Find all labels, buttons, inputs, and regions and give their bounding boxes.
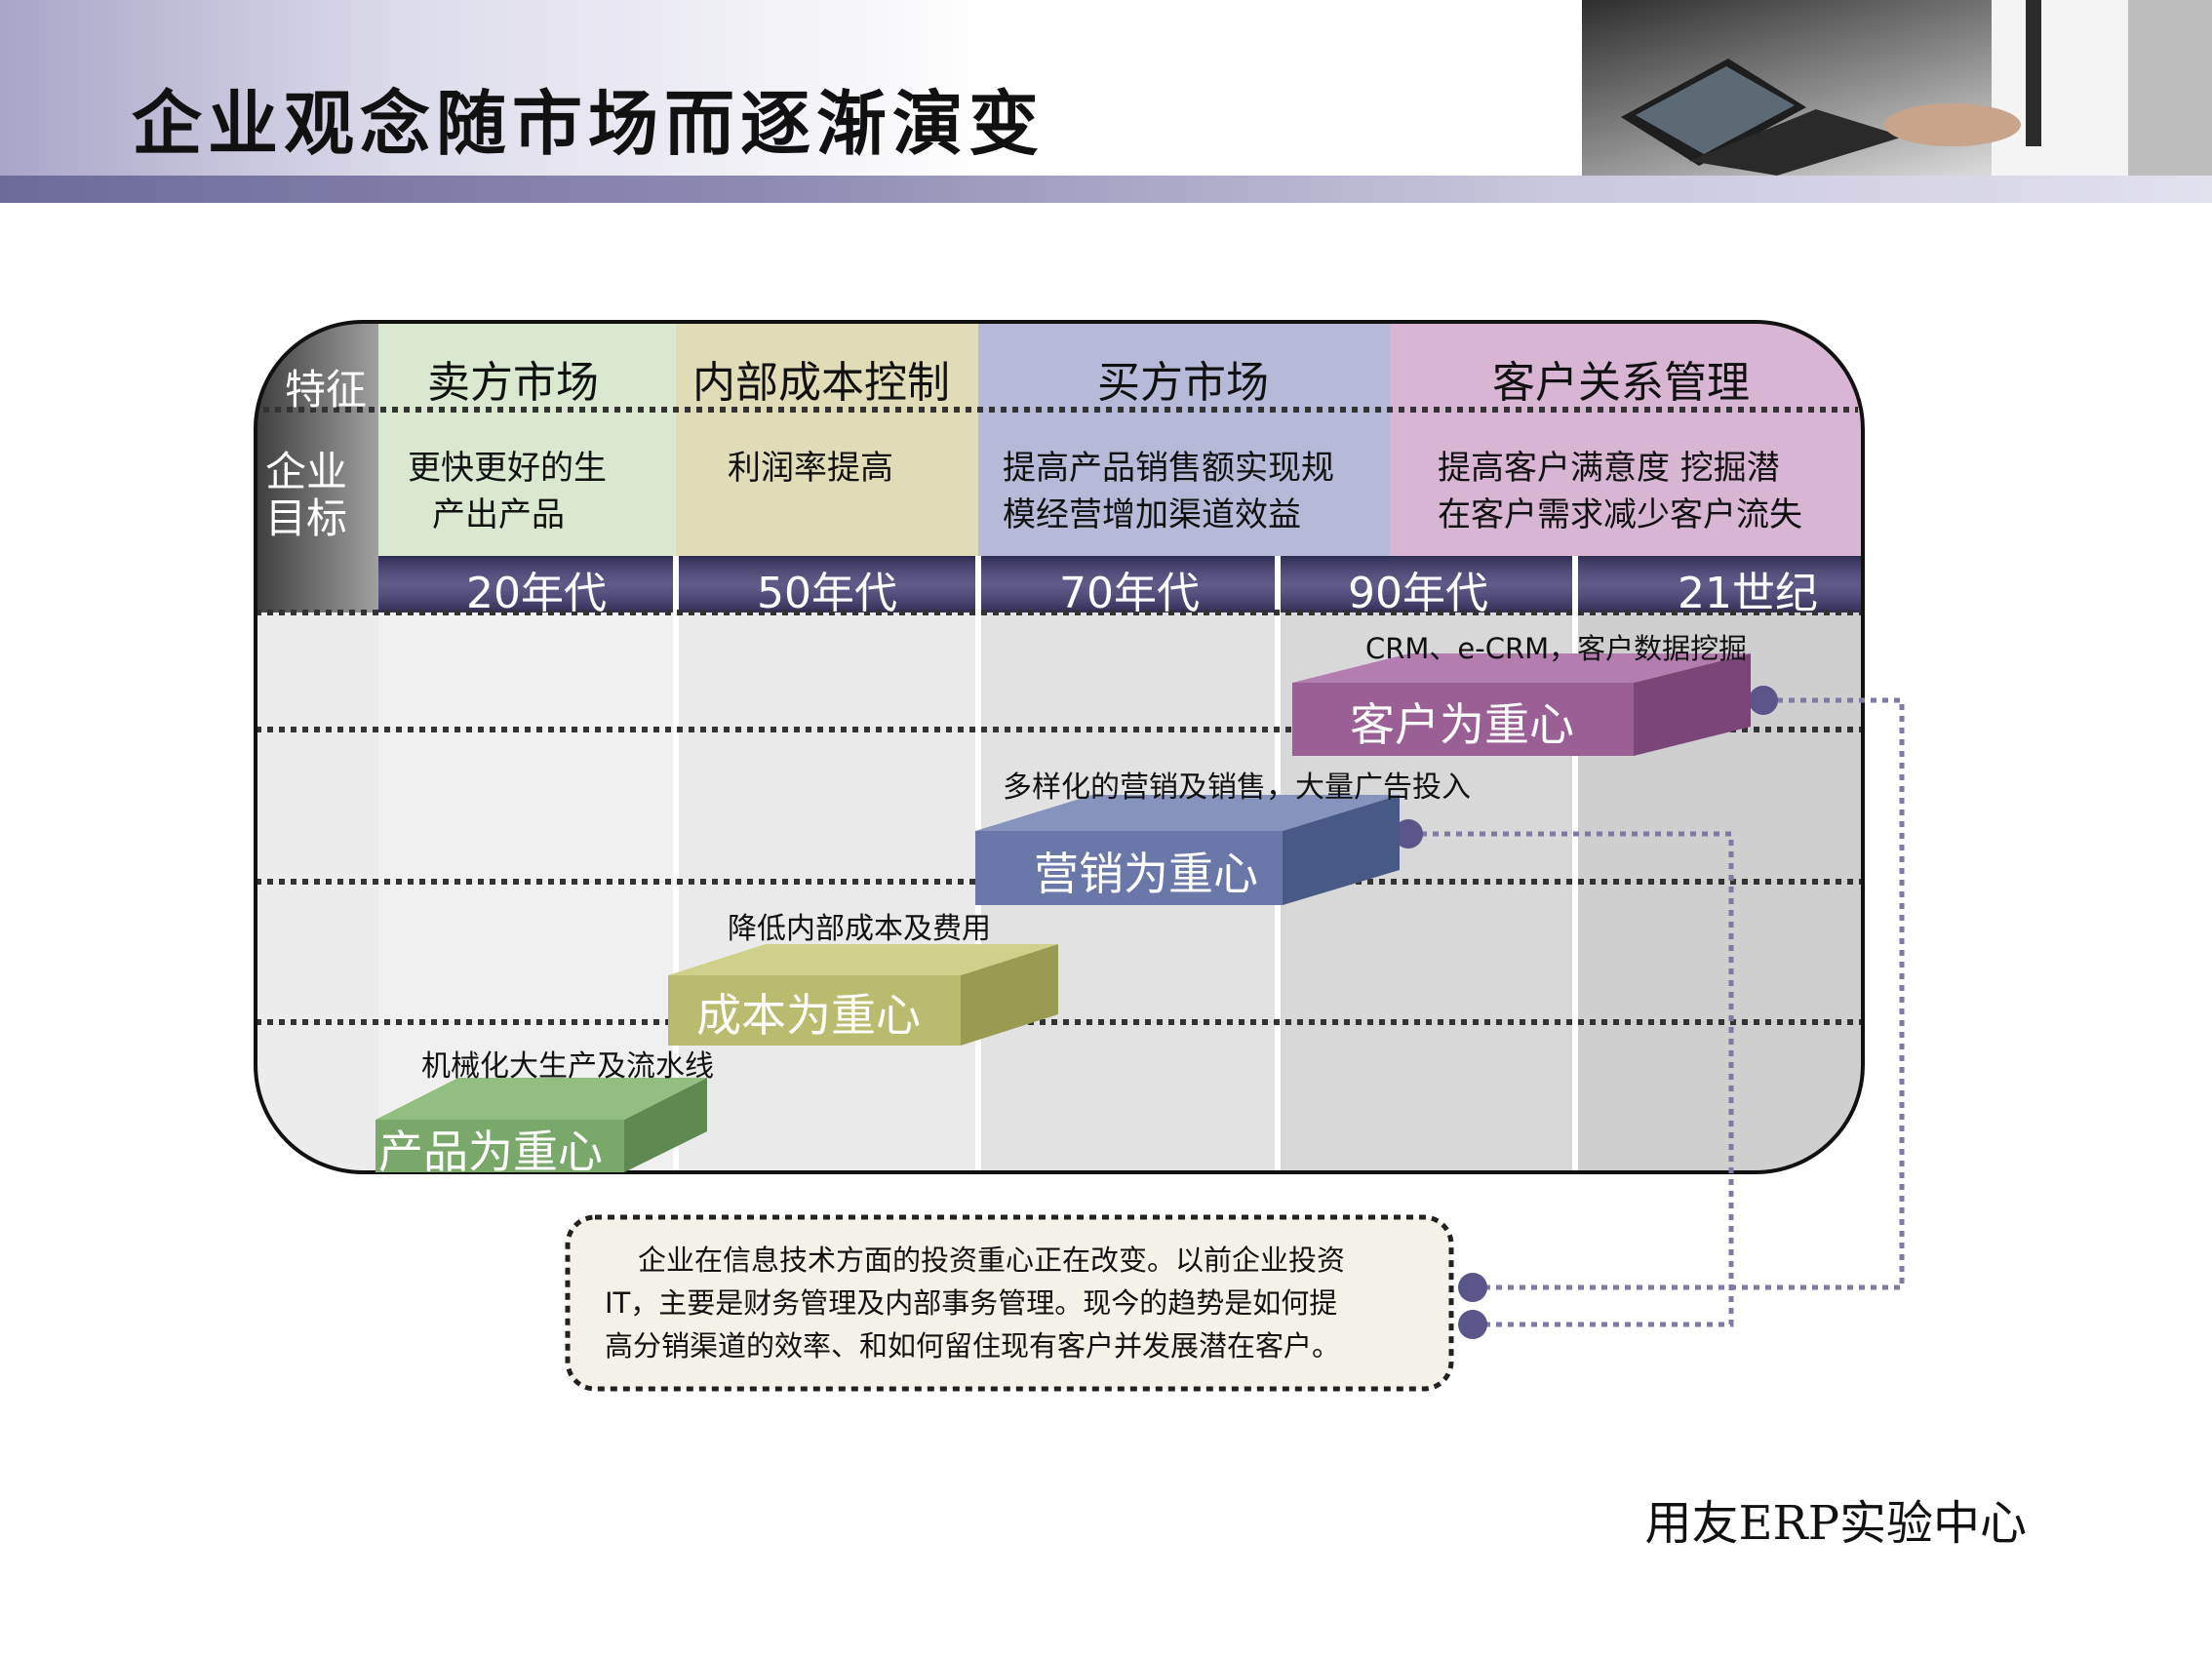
row-label-goal: 企业 目标: [265, 449, 347, 542]
market-goal: 提高客户满意度 挖掘潜 在客户需求减少客户流失: [1438, 445, 1802, 538]
stage-label: 营销为重心: [1034, 839, 1258, 903]
stage-note: 机械化大生产及流水线: [421, 1042, 714, 1085]
market-goal-line1: 更快更好的生: [408, 445, 607, 492]
market-goal-line2: 模经营增加渠道效益: [1003, 492, 1334, 538]
era-label: 21世纪: [1678, 558, 1818, 620]
stage-note: CRM、e-CRM，客户数据挖掘: [1365, 626, 1747, 667]
callout-line: IT，主要是财务管理及内部事务管理。现今的趋势是如何提: [605, 1282, 1414, 1324]
market-goal-line2: 在客户需求减少客户流失: [1438, 492, 1802, 538]
footer-label: 用友ERP实验中心: [1645, 1484, 2027, 1553]
market-goal-line1: 提高客户满意度 挖掘潜: [1438, 445, 1802, 492]
row-label-goal-line1: 企业: [265, 449, 347, 495]
market-goal: 更快更好的生 产出产品: [408, 445, 607, 538]
row-label-goal-line2: 目标: [265, 495, 347, 542]
stage-note: 多样化的营销及销售，大量广告投入: [1003, 763, 1471, 806]
callout-text: 企业在信息技术方面的投资重心正在改变。以前企业投资 IT，主要是财务管理及内部事…: [605, 1239, 1414, 1367]
stage-label: 客户为重心: [1350, 690, 1574, 754]
row-label-feature: 特征: [285, 357, 367, 416]
market-name: 内部成本控制: [692, 347, 950, 410]
stage-note: 降低内部成本及费用: [728, 904, 991, 947]
era-label: 50年代: [757, 558, 897, 620]
market-name: 买方市场: [1097, 347, 1269, 410]
stage-label: 产品为重心: [378, 1117, 603, 1181]
market-goal: 提高产品销售额实现规 模经营增加渠道效益: [1003, 445, 1334, 538]
market-goal-line1: 提高产品销售额实现规: [1003, 445, 1334, 492]
market-goal: 利润率提高: [728, 445, 893, 492]
market-goal-line1: 利润率提高: [728, 445, 893, 492]
callout-line: 企业在信息技术方面的投资重心正在改变。以前企业投资: [605, 1239, 1414, 1282]
stage-label: 成本为重心: [696, 980, 921, 1045]
market-goal-line2: 产出产品: [408, 492, 607, 538]
era-label: 70年代: [1059, 558, 1200, 620]
market-name: 客户关系管理: [1492, 347, 1750, 410]
callout-line: 高分销渠道的效率、和如何留住现有客户并发展潜在客户。: [605, 1324, 1414, 1367]
era-label: 20年代: [466, 558, 607, 620]
era-label: 90年代: [1348, 558, 1488, 620]
market-name: 卖方市场: [427, 347, 599, 410]
